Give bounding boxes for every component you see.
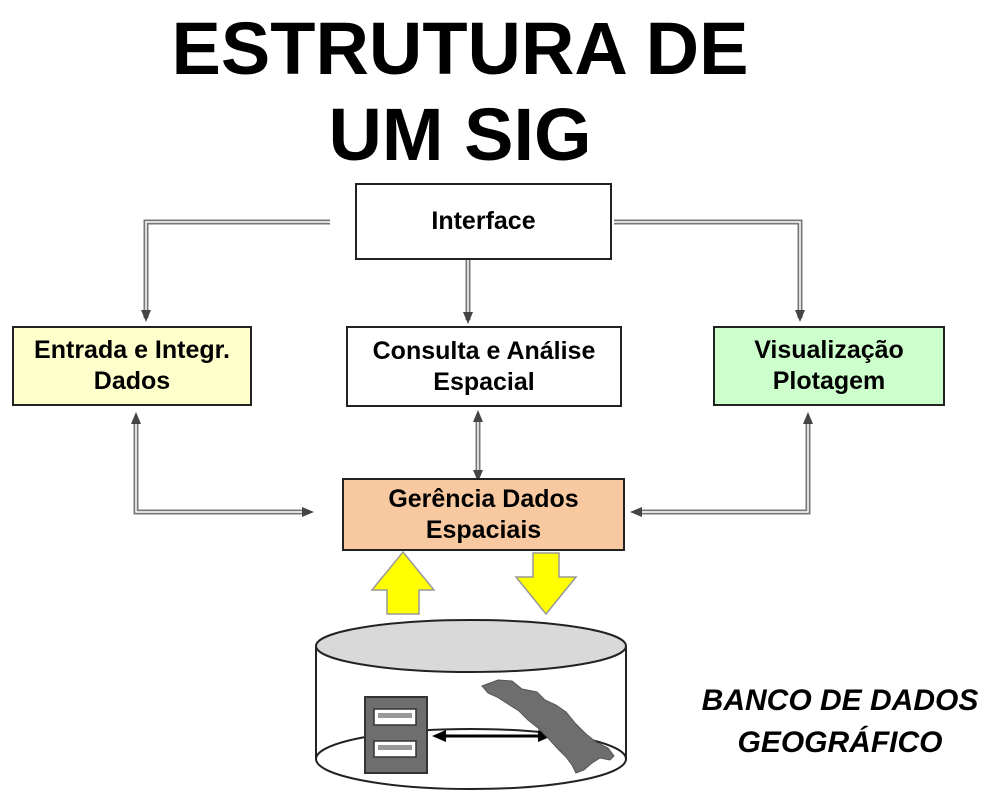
connector-gerencia-visualizacao	[630, 412, 813, 517]
connector-gerencia-entrada	[131, 412, 314, 517]
diagram-title: ESTRUTURA DE UM SIG	[0, 6, 920, 178]
consulta-label-line-1: Consulta e Análise	[372, 336, 596, 365]
entrada-integr-dados-box: Entrada e Integr. Dados	[12, 326, 252, 406]
title-line-1: ESTRUTURA DE	[171, 7, 749, 90]
yellow-up-arrow	[370, 550, 436, 615]
computer-icon	[364, 696, 428, 774]
visualizacao-label-line-1: Visualização	[754, 336, 904, 364]
interface-box: Interface	[355, 183, 612, 260]
consulta-label-line-2: Espacial	[433, 367, 535, 396]
title-line-2: UM SIG	[328, 93, 592, 176]
consulta-analise-espacial-box: Consulta e Análise Espacial	[346, 326, 622, 407]
database-caption: BANCO DE DADOS GEOGRÁFICO	[680, 680, 1000, 764]
database-caption-line-2: GEOGRÁFICO	[737, 726, 943, 759]
connector-interface-consulta	[463, 258, 473, 324]
connector-interface-visualizacao	[614, 219, 805, 322]
visualizacao-label-line-2: Plotagem	[772, 367, 886, 395]
entrada-label-line-1: Entrada e Integr.	[34, 336, 230, 364]
map-icon	[481, 679, 615, 774]
gerencia-dados-espaciais-box: Gerência Dados Espaciais	[342, 478, 625, 551]
connector-gerencia-consulta	[473, 410, 483, 482]
gerencia-label-line-2: Espaciais	[425, 515, 542, 544]
gerencia-label-line-1: Gerência Dados	[388, 484, 579, 513]
interface-label: Interface	[431, 207, 536, 235]
connector-interface-entrada	[141, 219, 330, 322]
double-headed-arrow	[432, 730, 552, 742]
visualizacao-plotagem-box: Visualização Plotagem	[713, 326, 945, 406]
entrada-label-line-2: Dados	[93, 367, 171, 395]
yellow-down-arrow	[514, 552, 578, 616]
database-caption-line-1: BANCO DE DADOS	[701, 684, 979, 717]
